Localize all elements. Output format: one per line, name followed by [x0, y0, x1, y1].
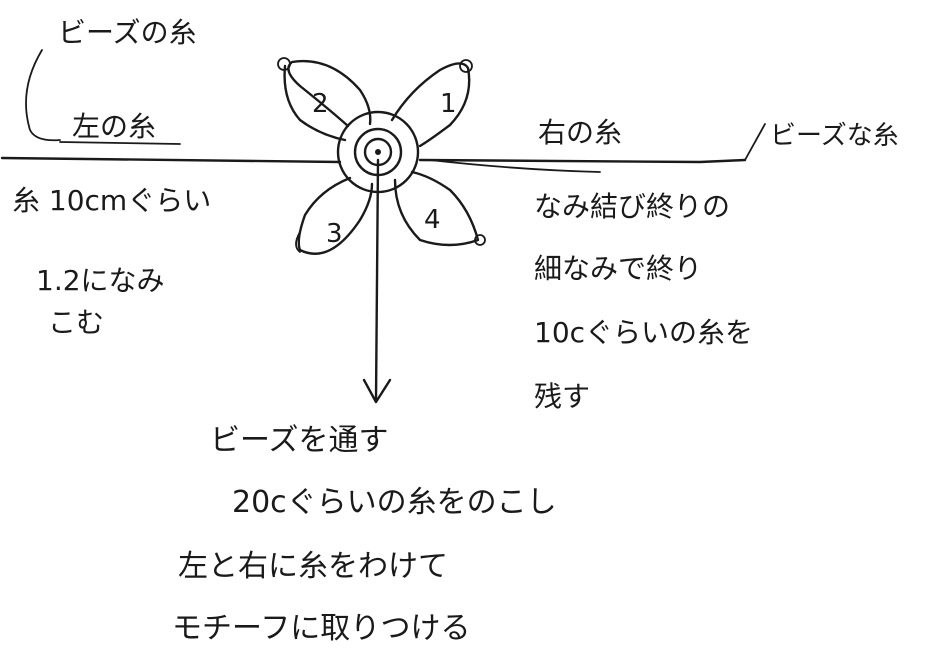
bead-thread-top-label: ビーズの糸 — [58, 16, 197, 49]
right-note-line-3: 10cぐらいの糸を — [534, 316, 753, 349]
petal-4-ring — [474, 234, 486, 246]
petal-3 — [297, 176, 374, 255]
petal-label-3: 3 — [326, 219, 343, 249]
bead-thread-right-label: ビーズな糸 — [770, 121, 899, 151]
center-dot — [375, 149, 381, 155]
down-arrow — [362, 158, 392, 404]
knot-note-line-1: 1.2になみ — [36, 264, 165, 297]
instruction-3: 左と右に糸をわけて — [178, 549, 448, 584]
petal-2-ring — [277, 57, 291, 71]
petal-3-hook — [295, 231, 301, 253]
knot-note-line-2: こむ — [48, 306, 104, 339]
left-thread-underline — [59, 141, 181, 145]
flower-petals — [277, 57, 486, 255]
bead-thread-bracket — [25, 49, 61, 142]
petal-2 — [287, 59, 372, 128]
left-thread-label: 左の糸 — [72, 110, 156, 143]
instruction-4: モチーフに取りつける — [172, 611, 471, 646]
right-thread-label: 右の糸 — [538, 116, 622, 149]
petal-1-ring — [459, 59, 473, 73]
right-note-line-1: なみ結び終りの — [534, 190, 730, 223]
petal-label-2: 2 — [312, 89, 329, 119]
instruction-1: ビーズを通す — [210, 423, 389, 458]
petal-label-4: 4 — [424, 205, 441, 235]
thread-length-label: 糸 10cmぐらい — [12, 184, 211, 217]
petal-4 — [393, 170, 480, 247]
right-note-line-4: 残す — [534, 380, 590, 413]
petal-2-inner — [283, 64, 347, 142]
right-note-line-2: 細なみで終り — [534, 252, 702, 285]
petal-label-1: 1 — [440, 89, 457, 119]
instruction-2: 20cぐらいの糸をのこし — [232, 485, 557, 520]
thread-line — [0, 123, 766, 173]
petal-1 — [390, 62, 471, 148]
